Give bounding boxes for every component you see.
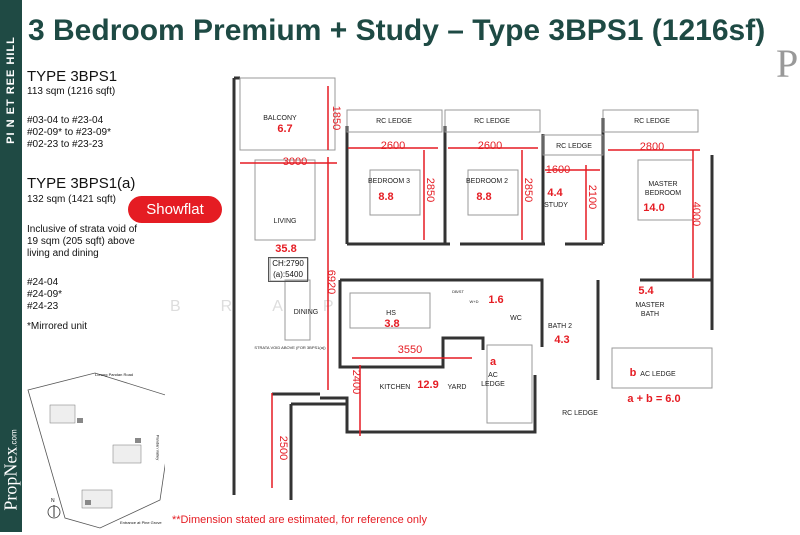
area-hs: 3.8: [384, 318, 400, 330]
room-label-balcony: BALCONY: [263, 115, 297, 122]
dim-3550: 3550: [397, 344, 423, 356]
type2-note: Inclusive of strata void of: [27, 224, 138, 235]
site-map: Lorong Pandan Road Pandan Valley Entranc…: [25, 370, 176, 535]
area-wc: 1.6: [488, 294, 504, 306]
dim-2850: 2850: [522, 177, 534, 203]
ac-ledge-total: a + b = 6.0: [627, 393, 681, 405]
page-title: 3 Bedroom Premium + Study – Type 3BPS1 (…: [28, 14, 766, 47]
type2-area: 132 sqm (1421 sqft): [27, 194, 116, 205]
area-balcony: 6.7: [277, 123, 293, 135]
dim-2600: 2600: [477, 140, 503, 152]
dim-1600: 1600: [545, 164, 571, 176]
type1-unit: #03-04 to #23-04: [27, 115, 104, 126]
dim-2800: 2800: [639, 141, 665, 153]
footnote: **Dimension stated are estimated, for re…: [172, 514, 427, 526]
north-arrow: N: [51, 498, 55, 504]
map-entrance: Entrance at Pine Grove: [120, 520, 162, 525]
area-bedroom2: 8.8: [476, 191, 492, 203]
corner-logo: P: [776, 41, 799, 86]
ac-ledge-a: a: [489, 356, 497, 368]
rc-ledge-label: RC LEDGE: [376, 118, 412, 125]
showflat-badge: Showflat: [128, 196, 222, 223]
wd-label: W+D: [469, 299, 479, 304]
area-kitchen: 12.9: [417, 379, 439, 391]
type2-note: 19 sqm (205 sqft) above: [27, 236, 135, 247]
room-label-dining: DINING: [293, 309, 319, 316]
dim-2500: 2500: [277, 435, 289, 461]
rc-ledge-label: RC LEDGE: [556, 143, 592, 150]
room-label-master-bedroom: MASTER BEDROOM: [644, 181, 682, 197]
type2-unit: #24-23: [27, 301, 59, 312]
type2-unit: #24-09*: [27, 289, 63, 300]
room-label-bedroom3: BEDROOM 3: [367, 178, 411, 185]
site-plan-drawing: [27, 372, 176, 529]
ceiling-height-box: CH:2790 (a):5400: [268, 257, 308, 282]
strata-void-label: STRATA VOID ABOVE (FOR 3BPS1(a)): [254, 345, 326, 350]
dim-4000: 4000: [690, 201, 702, 227]
dim-2850: 2850: [424, 177, 436, 203]
room-label-kitchen: KITCHEN: [379, 384, 411, 391]
ac-ledge-b: b: [629, 367, 637, 379]
ceiling-height-a: (a):5400: [273, 270, 303, 279]
area-master-bath: 5.4: [638, 285, 654, 297]
room-label-yard: YARD: [447, 384, 467, 391]
ceiling-height: CH:2790: [272, 259, 304, 268]
rc-ledge-label: RC LEDGE: [634, 118, 670, 125]
area-bedroom3: 8.8: [378, 191, 394, 203]
dim-2400: 2400: [350, 369, 362, 395]
room-label-study: STUDY: [544, 202, 568, 209]
dim-2600: 2600: [380, 140, 406, 152]
rc-ledge-label: RC LEDGE: [562, 410, 598, 417]
watermark: BRAP: [170, 298, 374, 315]
area-bath2: 4.3: [554, 334, 570, 346]
room-label-living: LIVING: [273, 218, 297, 225]
room-label-ac-ledge: AC LEDGE: [481, 372, 505, 388]
type2-unit: #24-04: [27, 277, 59, 288]
room-label-bedroom2: BEDROOM 2: [465, 178, 509, 185]
dim-3000: 3000: [282, 156, 308, 168]
type2-name: TYPE 3BPS1(a): [27, 175, 136, 192]
type1-area: 113 sqm (1216 sqft): [27, 86, 116, 97]
room-label-hs: HS: [386, 310, 396, 317]
area-living: 35.8: [275, 243, 297, 255]
mirrored-note: *Mirrored unit: [27, 321, 88, 332]
type2-note: living and dining: [27, 248, 99, 259]
dim-2100: 2100: [586, 184, 598, 210]
type1-unit: #02-23 to #23-23: [27, 139, 104, 150]
area-study: 4.4: [547, 187, 563, 199]
rc-ledge-label: RC LEDGE: [474, 118, 510, 125]
dim-6920: 6920: [325, 269, 337, 295]
room-label-wc: WC: [510, 315, 522, 322]
map-road-right: Pandan Valley: [155, 434, 161, 461]
sidebar: PI N ET REE HILL PropNex.com: [0, 0, 22, 532]
area-master-bedroom: 14.0: [643, 202, 665, 214]
type1-unit: #02-09* to #23-09*: [27, 127, 111, 138]
dim-1850: 1850: [330, 105, 342, 131]
room-label-bath2: BATH 2: [548, 323, 572, 330]
map-road-top: Lorong Pandan Road: [95, 372, 134, 377]
room-label-ac-ledge: AC LEDGE: [640, 371, 676, 378]
room-label-master-bath: MASTER BATH: [635, 302, 665, 318]
type1-name: TYPE 3BPS1: [27, 68, 118, 85]
db-label: DB/ST: [452, 289, 464, 294]
